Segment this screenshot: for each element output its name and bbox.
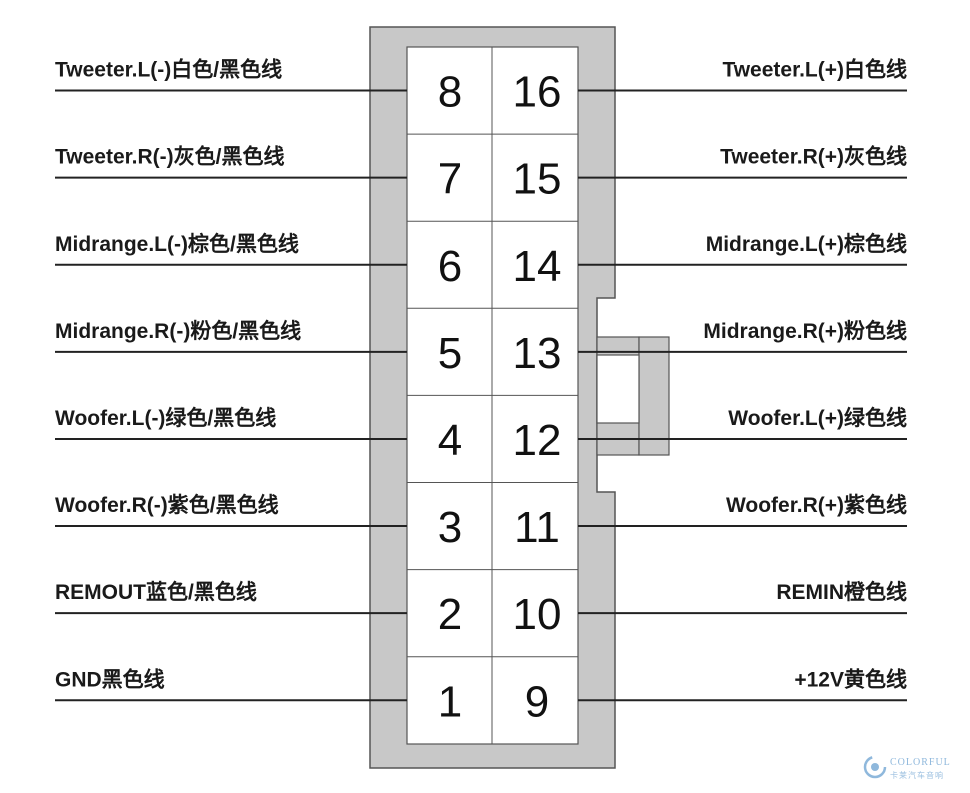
left-wire-labels: Tweeter.L(-)白色/黑色线 Tweeter.R(-)灰色/黑色线 Midr…	[55, 58, 301, 692]
pin-number-right: 12	[513, 416, 562, 465]
pin-number-left: 4	[438, 416, 462, 465]
wire-label-right: Midrange.L(+)棕色线	[706, 232, 907, 256]
pin-number-right: 15	[513, 155, 562, 204]
pin-number-right: 16	[513, 68, 562, 117]
pin-number-right: 13	[513, 329, 562, 378]
pin-number-left: 6	[438, 242, 462, 291]
watermark-brand: COLORFUL	[890, 757, 951, 768]
pin-number-right: 11	[514, 503, 560, 552]
wire-label-left: Midrange.R(-)粉色/黑色线	[55, 319, 301, 343]
wire-label-left: Midrange.L(-)棕色/黑色线	[55, 232, 299, 256]
left-wire-leads	[55, 89, 407, 702]
pin-number-left: 7	[438, 155, 462, 204]
pin-number-right: 10	[513, 590, 562, 639]
connector-latch	[596, 336, 670, 456]
watermark: COLORFUL 卡莱汽车音响	[863, 755, 951, 780]
wire-label-left: Tweeter.R(-)灰色/黑色线	[55, 145, 284, 169]
wire-label-right: Woofer.L(+)绿色线	[728, 406, 907, 430]
wire-label-right: Tweeter.R(+)灰色线	[720, 145, 907, 169]
pin-row-dividers	[407, 133, 578, 658]
wire-label-right: +12V黄色线	[794, 667, 907, 691]
wire-label-left: REMOUT蓝色/黑色线	[55, 580, 257, 604]
pin-number-right: 9	[525, 677, 549, 726]
pin-number-left: 8	[438, 68, 462, 117]
c-swirl-logo-icon	[863, 755, 887, 779]
watermark-subtitle: 卡莱汽车音响	[890, 770, 944, 780]
pin-number-left: 5	[438, 329, 462, 378]
wire-label-left: Woofer.L(-)绿色/黑色线	[55, 406, 276, 430]
pin-number-left: 2	[438, 590, 462, 639]
left-pin-numbers: 8 7 6 5 4 3 2 1	[438, 68, 462, 727]
wire-label-left: Woofer.R(-)紫色/黑色线	[55, 493, 279, 517]
wire-label-right: Woofer.R(+)紫色线	[726, 493, 907, 517]
wire-label-right: Tweeter.L(+)白色线	[722, 58, 907, 82]
right-wire-leads	[578, 89, 907, 702]
pin-number-left: 3	[438, 503, 462, 552]
right-wire-labels: Tweeter.L(+)白色线 Tweeter.R(+)灰色线 Midrange.L…	[703, 58, 907, 692]
right-pin-numbers: 16 15 14 13 12 11 10 9	[513, 68, 562, 727]
wire-label-left: Tweeter.L(-)白色/黑色线	[55, 58, 282, 82]
wire-label-right: Midrange.R(+)粉色线	[703, 319, 907, 343]
wire-label-left: GND黑色线	[55, 667, 165, 691]
pin-number-right: 14	[513, 242, 562, 291]
pin-field	[406, 46, 579, 745]
pin-number-left: 1	[438, 677, 462, 726]
wire-label-right: REMIN橙色线	[776, 580, 907, 604]
